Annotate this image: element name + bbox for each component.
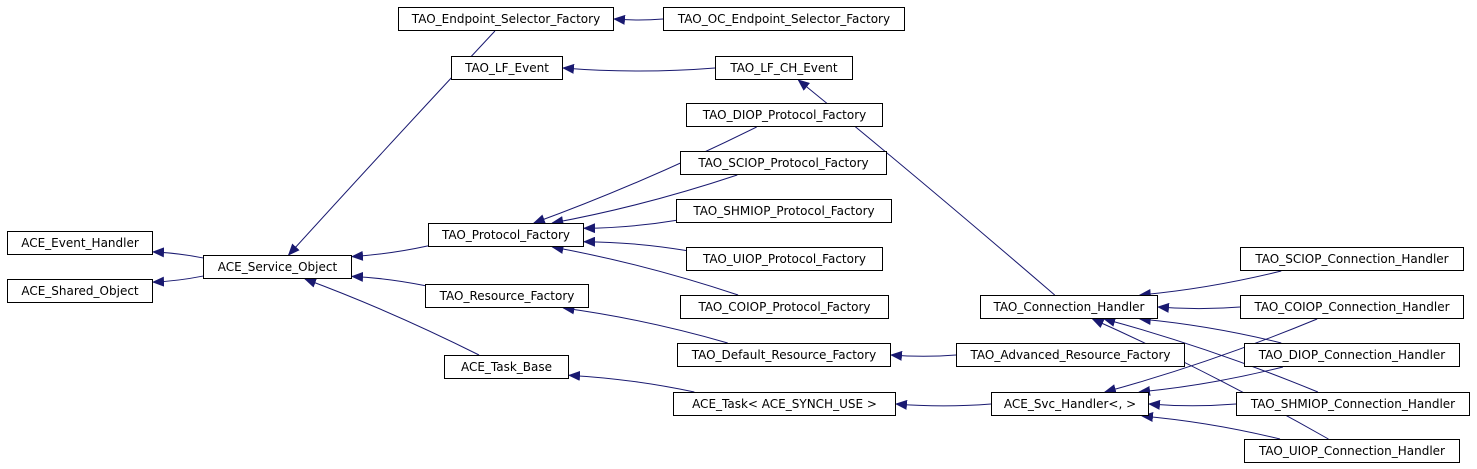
edge-tao-shmiop-protocol-factory-to-tao-protocol-factory <box>583 219 677 234</box>
node-tao-sciop-connection-handler[interactable]: TAO_SCIOP_Connection_Handler <box>1240 247 1464 271</box>
node-ace-svc-handler[interactable]: ACE_Svc_Handler<, > <box>991 392 1149 416</box>
node-tao-diop-connection-handler[interactable]: TAO_DIOP_Connection_Handler <box>1244 343 1460 367</box>
edge-tao-diop-protocol-factory-to-tao-protocol-factory <box>532 126 757 224</box>
node-ace-event-handler[interactable]: ACE_Event_Handler <box>7 231 153 255</box>
node-tao-default-resource-factory[interactable]: TAO_Default_Resource_Factory <box>677 343 891 367</box>
edge-tao-sciop-connection-handler-to-tao-connection-handler <box>1138 270 1282 299</box>
node-ace-service-object[interactable]: ACE_Service_Object <box>203 255 352 279</box>
node-tao-coiop-protocol-factory[interactable]: TAO_COIOP_Protocol_Factory <box>680 295 889 319</box>
node-tao-shmiop-protocol-factory[interactable]: TAO_SHMIOP_Protocol_Factory <box>676 199 892 223</box>
node-tao-lf-event[interactable]: TAO_LF_Event <box>451 56 563 80</box>
node-tao-connection-handler[interactable]: TAO_Connection_Handler <box>980 295 1158 319</box>
node-tao-diop-protocol-factory[interactable]: TAO_DIOP_Protocol_Factory <box>686 103 883 127</box>
node-ace-task-base[interactable]: ACE_Task_Base <box>444 355 569 379</box>
edge-tao-protocol-factory-to-ace-service-object <box>351 245 429 261</box>
node-tao-uiop-connection-handler[interactable]: TAO_UIOP_Connection_Handler <box>1244 439 1460 463</box>
edge-tao-lf-ch-event-to-tao-lf-event <box>562 63 716 74</box>
node-tao-shmiop-connection-handler[interactable]: TAO_SHMIOP_Connection_Handler <box>1236 392 1470 416</box>
edge-tao-oc-endpoint-selector-factory-to-tao-endpoint-selector-factory <box>613 14 664 25</box>
edge-tao-coiop-protocol-factory-to-tao-protocol-factory <box>551 244 739 296</box>
node-tao-protocol-factory[interactable]: TAO_Protocol_Factory <box>428 223 584 247</box>
edge-tao-coiop-connection-handler-to-ace-svc-handler <box>1103 318 1318 394</box>
edge-ace-task-base-to-ace-service-object <box>304 278 480 356</box>
node-ace-shared-object[interactable]: ACE_Shared_Object <box>7 279 153 303</box>
node-tao-lf-ch-event[interactable]: TAO_LF_CH_Event <box>715 56 853 80</box>
edge-tao-coiop-connection-handler-to-tao-connection-handler <box>1157 302 1241 313</box>
node-tao-uiop-protocol-factory[interactable]: TAO_UIOP_Protocol_Factory <box>686 247 883 271</box>
edge-tao-shmiop-connection-handler-to-ace-svc-handler <box>1148 399 1237 410</box>
edge-tao-uiop-connection-handler-to-ace-svc-handler <box>1141 411 1281 440</box>
node-tao-sciop-protocol-factory[interactable]: TAO_SCIOP_Protocol_Factory <box>680 151 887 175</box>
edge-tao-sciop-protocol-factory-to-tao-protocol-factory <box>551 174 738 226</box>
edge-ace-task-to-ace-task-base <box>568 370 695 393</box>
edge-tao-resource-factory-to-ace-service-object <box>351 271 426 287</box>
node-tao-oc-endpoint-selector-factory[interactable]: TAO_OC_Endpoint_Selector_Factory <box>663 7 905 31</box>
edges-layer <box>152 14 1329 440</box>
edge-tao-diop-connection-handler-to-ace-svc-handler <box>1138 366 1284 396</box>
edge-tao-diop-connection-handler-to-tao-connection-handler <box>1138 315 1282 344</box>
node-ace-task[interactable]: ACE_Task< ACE_SYNCH_USE > <box>673 392 896 416</box>
edge-ace-service-object-to-ace-shared-object <box>152 275 204 287</box>
edge-tao-advanced-resource-factory-to-tao-default-resource-factory <box>890 350 957 361</box>
node-tao-endpoint-selector-factory[interactable]: TAO_Endpoint_Selector_Factory <box>398 7 614 31</box>
edge-tao-shmiop-connection-handler-to-tao-connection-handler <box>1103 317 1319 393</box>
node-tao-advanced-resource-factory[interactable]: TAO_Advanced_Resource_Factory <box>956 343 1185 367</box>
node-tao-resource-factory[interactable]: TAO_Resource_Factory <box>425 284 589 308</box>
node-tao-coiop-connection-handler[interactable]: TAO_COIOP_Connection_Handler <box>1240 295 1464 319</box>
edge-tao-uiop-protocol-factory-to-tao-protocol-factory <box>583 236 687 252</box>
edge-ace-service-object-to-ace-event-handler <box>152 247 204 259</box>
edge-ace-svc-handler-to-ace-task <box>895 399 992 410</box>
edge-tao-default-resource-factory-to-tao-resource-factory <box>562 304 728 344</box>
edge-tao-uiop-connection-handler-to-tao-connection-handler <box>1091 318 1329 440</box>
